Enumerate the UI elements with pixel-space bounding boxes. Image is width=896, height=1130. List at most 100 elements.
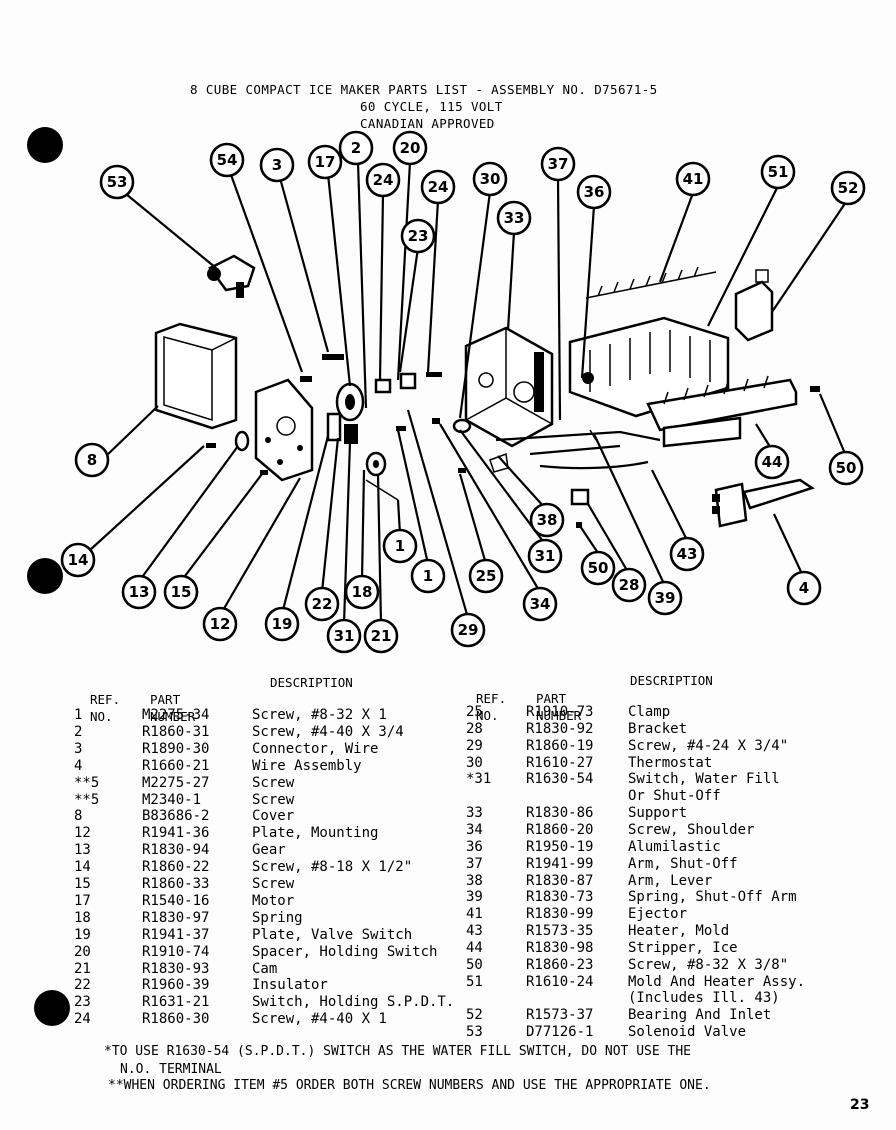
callout-50: 50 — [828, 450, 864, 486]
ref-cell: 52 — [466, 1007, 483, 1024]
callout-24: 24 — [420, 169, 456, 205]
callout-2: 2 — [338, 130, 374, 166]
ejector-drawing — [585, 266, 717, 299]
ref-cell: **5 — [74, 791, 100, 808]
description-cell: Screw, #8-32 X 3/8" — [628, 956, 789, 973]
svg-text:50: 50 — [836, 459, 857, 477]
ref-cell: 38 — [466, 872, 483, 889]
callout-12: 12 — [202, 606, 238, 642]
svg-text:30: 30 — [480, 170, 501, 188]
svg-text:38: 38 — [537, 511, 558, 529]
binder-hole-top — [27, 127, 63, 163]
description-cell: Connector, Wire — [252, 740, 379, 757]
callout-15: 15 — [163, 574, 199, 610]
description-cell: Screw, Shoulder — [628, 821, 755, 838]
part-number-cell: R1860-33 — [142, 876, 210, 892]
description-cell: Bracket — [628, 720, 688, 737]
ref-cell: 24 — [74, 1011, 91, 1028]
svg-text:31: 31 — [535, 547, 556, 565]
description-cell: Switch, Holding S.P.D.T. — [252, 994, 455, 1011]
ref-cell: 19 — [74, 926, 91, 943]
description-cell: Alumilastic — [628, 838, 721, 855]
part-number-cell: R1573-37 — [526, 1007, 594, 1024]
ref-cell: 36 — [466, 838, 483, 855]
svg-text:52: 52 — [838, 179, 859, 197]
callout-30: 30 — [472, 161, 508, 197]
callout-3: 3 — [259, 147, 295, 183]
part-number-cell: R1941-37 — [142, 926, 210, 943]
part-number-cell: R1830-73 — [526, 889, 594, 906]
part-number-cell: B83686-2 — [142, 808, 210, 825]
ref-cell: 13 — [74, 842, 91, 859]
part-number-cell: M2275-27 — [142, 774, 210, 791]
description-cell: Solenoid Valve — [628, 1024, 747, 1041]
svg-text:12: 12 — [210, 615, 231, 633]
part-number-cell: R1830-87 — [526, 872, 594, 889]
leader-lines — [89, 161, 848, 625]
svg-text:28: 28 — [619, 576, 640, 594]
callout-19: 19 — [264, 606, 300, 642]
svg-text:44: 44 — [762, 453, 783, 471]
part-number-cell: R1540-16 — [142, 892, 210, 909]
svg-text:41: 41 — [683, 170, 704, 188]
ref-cell: 1 — [74, 707, 83, 723]
description-cell: Screw, #4-40 X 1 — [252, 1011, 387, 1028]
ref-cell: 2 — [74, 723, 83, 740]
svg-text:8: 8 — [87, 451, 97, 469]
callout-17: 17 — [307, 144, 343, 180]
part-number-cell: R1960-39 — [142, 977, 210, 994]
ref-cell: 33 — [466, 805, 483, 822]
callout-4: 4 — [786, 570, 822, 606]
part-number-cell: R1860-30 — [142, 1011, 210, 1028]
part-number-cell: R1860-20 — [526, 821, 594, 838]
ref-cell: 21 — [74, 960, 91, 977]
description-cell: Arm, Shut-Off — [628, 855, 738, 872]
svg-text:51: 51 — [768, 163, 789, 181]
binder-hole-bottom — [34, 990, 70, 1026]
callout-44: 44 — [754, 444, 790, 480]
motor-drawing — [234, 382, 365, 452]
ref-cell: 22 — [74, 977, 91, 994]
callout-33: 33 — [496, 200, 532, 236]
ref-cell: 37 — [466, 855, 483, 872]
svg-text:34: 34 — [530, 595, 551, 613]
svg-text:1: 1 — [395, 537, 405, 555]
description-cell: Screw — [252, 876, 295, 892]
svg-text:37: 37 — [548, 155, 569, 173]
part-number-cell: M2340-1 — [142, 791, 202, 808]
callout-25: 25 — [468, 558, 504, 594]
solenoid-valve-drawing — [207, 254, 256, 298]
footnote-switch: *TO USE R1630-54 (S.P.D.T.) SWITCH AS TH… — [104, 1044, 691, 1059]
support-housing-drawing — [464, 326, 554, 448]
svg-text:43: 43 — [677, 545, 698, 563]
description-cell: Insulator — [252, 977, 328, 994]
cam-drawing — [365, 451, 387, 477]
callout-21: 21 — [363, 618, 399, 654]
ref-cell: 23 — [74, 994, 91, 1011]
part-number-cell: R1860-23 — [526, 956, 594, 973]
description-cell: Spring — [252, 909, 303, 926]
svg-text:36: 36 — [584, 183, 605, 201]
description-cell: Screw, #8-32 X 1 — [252, 707, 387, 723]
ref-cell: 4 — [74, 757, 83, 774]
svg-text:31: 31 — [334, 627, 355, 645]
part-number-cell: R1830-94 — [142, 842, 210, 859]
